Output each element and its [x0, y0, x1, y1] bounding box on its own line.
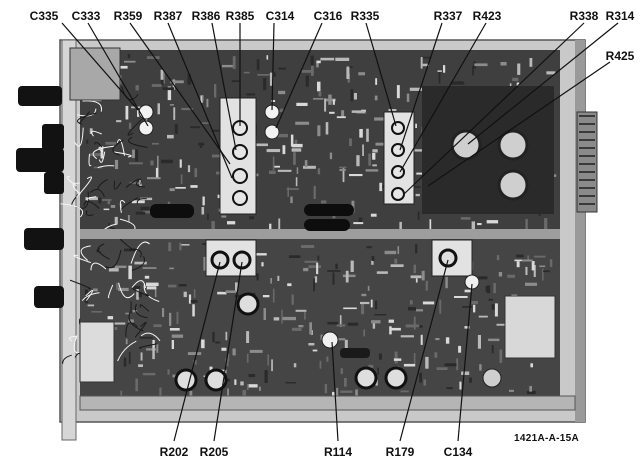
- callout-c134: C134: [443, 445, 473, 459]
- heatsink-fins: [576, 111, 598, 213]
- board-divider: [80, 229, 560, 239]
- callout-r114: R114: [323, 445, 353, 459]
- callout-c333: C333: [71, 9, 101, 23]
- leader-c316: [275, 22, 323, 129]
- shield-can: [69, 47, 121, 101]
- leader-r387: [167, 22, 233, 179]
- leader-r337: [399, 22, 443, 151]
- callout-r359: R359: [113, 9, 143, 23]
- callout-leader-lines: [61, 22, 619, 442]
- callout-r386: R386: [191, 9, 221, 23]
- callout-r385: R385: [225, 9, 255, 23]
- knob-6: [34, 286, 64, 308]
- leader-r386: [211, 22, 237, 151]
- callout-r338: R338: [569, 9, 599, 23]
- callout-r205: R205: [199, 445, 229, 459]
- callout-c314: C314: [265, 9, 295, 23]
- callout-r202: R202: [159, 445, 189, 459]
- knob-1: [18, 86, 62, 106]
- leader-c333: [87, 22, 149, 127]
- large-resistors: [150, 204, 370, 358]
- leader-r338: [403, 22, 585, 195]
- callout-r337: R337: [433, 9, 463, 23]
- callout-c335: C335: [29, 9, 59, 23]
- relay-block: [504, 295, 556, 359]
- callout-c316: C316: [313, 9, 343, 23]
- leader-c335: [61, 22, 139, 111]
- knob-4: [44, 172, 64, 194]
- transformer-block: [79, 321, 115, 383]
- leader-r425: [427, 61, 611, 187]
- callout-r387: R387: [153, 9, 183, 23]
- leader-r335: [365, 22, 397, 127]
- leader-r359: [129, 22, 231, 165]
- knob-5: [24, 228, 64, 250]
- leader-r314: [467, 22, 619, 145]
- tube-socket-1: [450, 129, 482, 161]
- chassis-lower-rail: [79, 395, 576, 411]
- knob-3: [16, 148, 64, 172]
- leader-r114: [331, 341, 339, 442]
- leader-c134: [457, 283, 473, 442]
- tube-socket-2: [497, 129, 529, 161]
- callout-r425: R425: [605, 49, 635, 63]
- tube-socket-3: [497, 169, 529, 201]
- leader-r205: [213, 261, 243, 442]
- tube-section: [422, 86, 554, 214]
- chassis-side-rail: [575, 40, 585, 422]
- front-panel-knobs: [16, 86, 64, 308]
- knob-2: [42, 124, 64, 150]
- leader-r423: [399, 22, 487, 173]
- leader-r179: [399, 259, 449, 442]
- callout-r335: R335: [350, 9, 380, 23]
- callout-r423: R423: [472, 9, 502, 23]
- callout-r314: R314: [605, 9, 635, 23]
- leader-c314: [271, 22, 275, 111]
- callout-r179: R179: [385, 445, 415, 459]
- figure-reference: 1421A-A-15A: [514, 433, 579, 444]
- leader-r202: [173, 261, 221, 442]
- round-components: [138, 104, 502, 392]
